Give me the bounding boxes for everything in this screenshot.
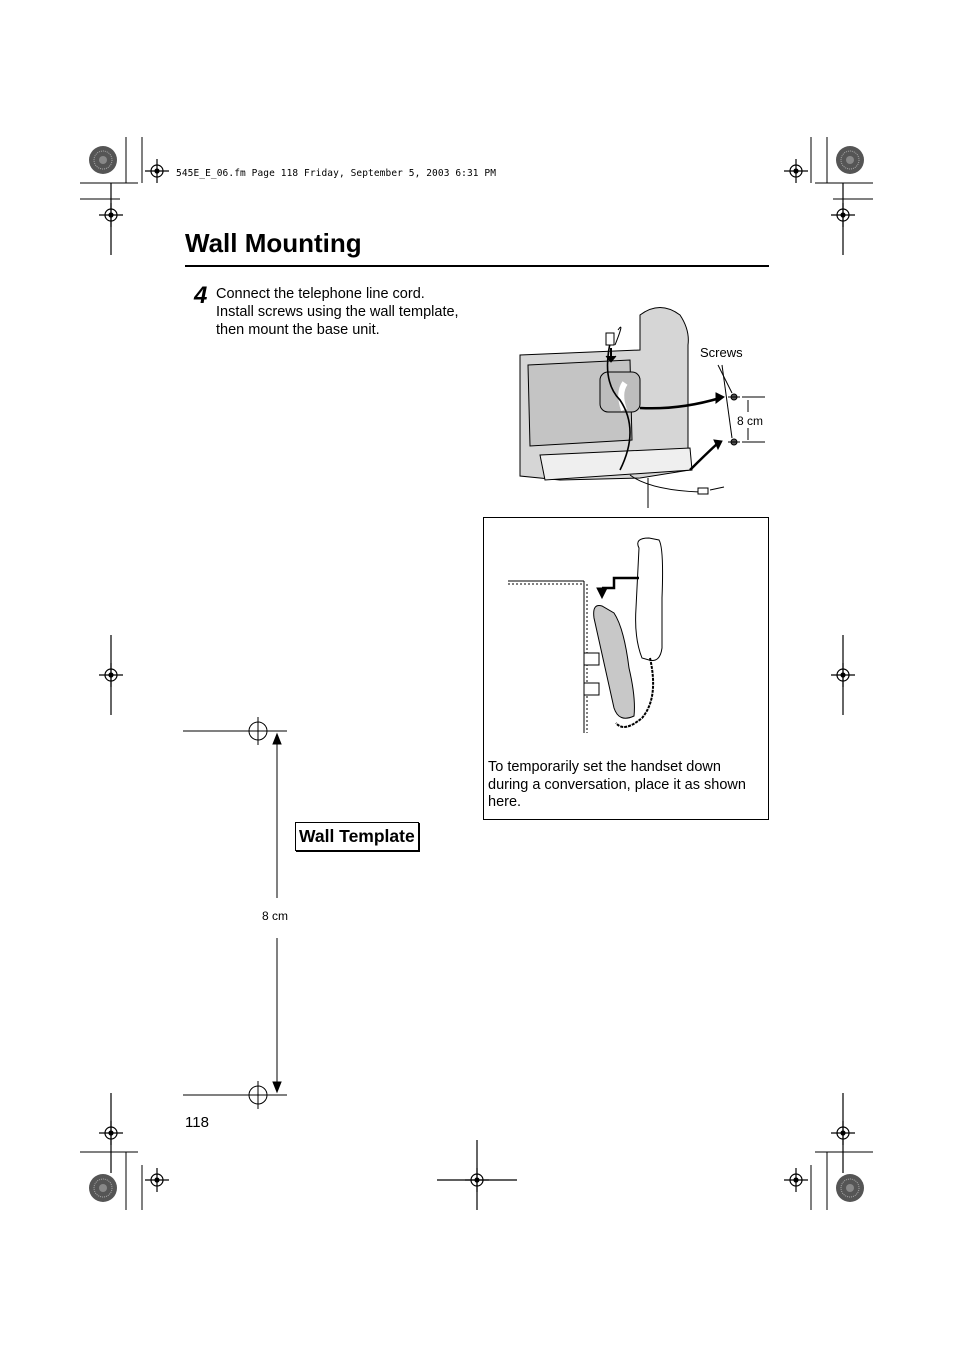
screw-distance-label: 8 cm <box>737 414 764 428</box>
callout-line: To temporarily set the handset down <box>488 759 721 775</box>
handset-illustration <box>508 537 664 733</box>
registration-target-icon <box>784 159 808 183</box>
base-unit-illustration <box>519 307 765 508</box>
registration-target-icon <box>145 159 169 183</box>
step-line: then mount the base unit. <box>216 322 380 338</box>
step-line: Connect the telephone line cord. <box>216 286 425 302</box>
page-title: Wall Mounting <box>185 228 362 258</box>
screw-icon <box>728 438 740 446</box>
handset-callout-box <box>483 517 769 820</box>
rosette-icon <box>836 1174 864 1202</box>
registration-target-icon <box>145 1168 169 1192</box>
callout-text: To temporarily set the handset down duri… <box>488 759 766 812</box>
step-number: 4 <box>194 282 208 309</box>
screws-label: Screws <box>700 345 743 360</box>
wall-template-guide <box>183 717 287 1109</box>
rosette-icon <box>89 146 117 174</box>
template-distance-label: 8 cm <box>262 909 289 923</box>
crop-marks <box>80 137 873 1210</box>
title-divider <box>185 265 769 267</box>
wall-template-label: Wall Template <box>295 822 419 851</box>
step-line: Install screws using the wall template, <box>216 304 459 320</box>
screw-icon <box>728 393 740 401</box>
print-header: 545E_E_06.fm Page 118 Friday, September … <box>176 168 497 179</box>
registration-targets <box>99 159 855 1210</box>
step-instructions: Connect the telephone line cord. Install… <box>216 285 459 339</box>
registration-target-icon <box>784 1168 808 1192</box>
callout-line: here. <box>488 794 522 810</box>
callout-line: during a conversation, place it as shown <box>488 776 746 793</box>
color-rosettes <box>89 146 864 1202</box>
page-number: 118 <box>185 1114 209 1131</box>
rosette-icon <box>836 146 864 174</box>
rosette-icon <box>89 1174 117 1202</box>
